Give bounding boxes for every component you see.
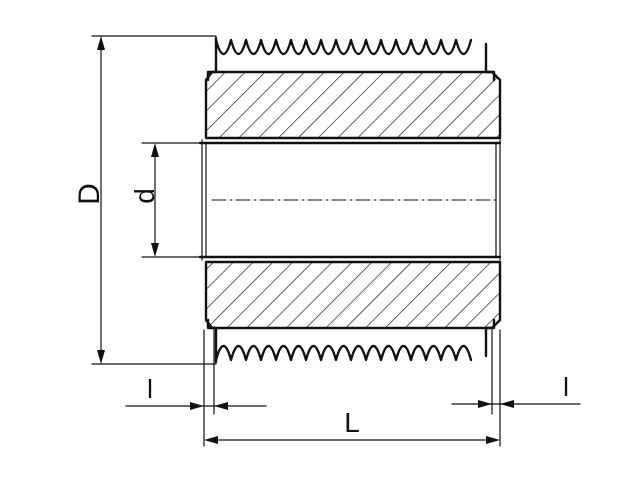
dimension-chamfer-right: l <box>451 372 581 408</box>
bore-diameter-label: d <box>129 188 160 204</box>
outer-diameter-label: D <box>73 183 106 205</box>
chamfer-left-label: l <box>147 374 153 404</box>
arrowhead-left <box>500 400 514 408</box>
arrowhead-right <box>478 400 492 408</box>
upper-section-outline <box>204 70 502 140</box>
arrowhead-right <box>486 436 500 444</box>
knurl-bottom-right-shoulder <box>484 318 496 358</box>
knurl-profile-top <box>214 38 473 56</box>
arrowhead-up <box>97 36 105 50</box>
knurl-bottom-left-shoulder <box>206 318 218 364</box>
arrowhead-down <box>97 350 105 364</box>
dimension-length: L <box>204 407 500 444</box>
arrowhead-left <box>204 436 218 444</box>
arrowhead-up <box>151 143 159 157</box>
knurl-profile-bottom <box>214 344 473 362</box>
arrowhead-right <box>190 402 204 410</box>
upper-section-hatch <box>206 72 500 138</box>
length-label: L <box>344 407 360 438</box>
upper-section <box>204 70 502 140</box>
dimension-chamfer-left: l <box>125 374 267 410</box>
arrowhead-left <box>214 402 228 410</box>
lower-section <box>204 260 502 330</box>
dimension-bore-diameter: d <box>129 142 201 258</box>
lower-section-hatch <box>206 262 500 328</box>
bore <box>198 139 502 261</box>
arrowhead-down <box>151 243 159 257</box>
dimension-outer-diameter: D <box>73 35 217 365</box>
chamfer-right-label: l <box>563 372 569 402</box>
